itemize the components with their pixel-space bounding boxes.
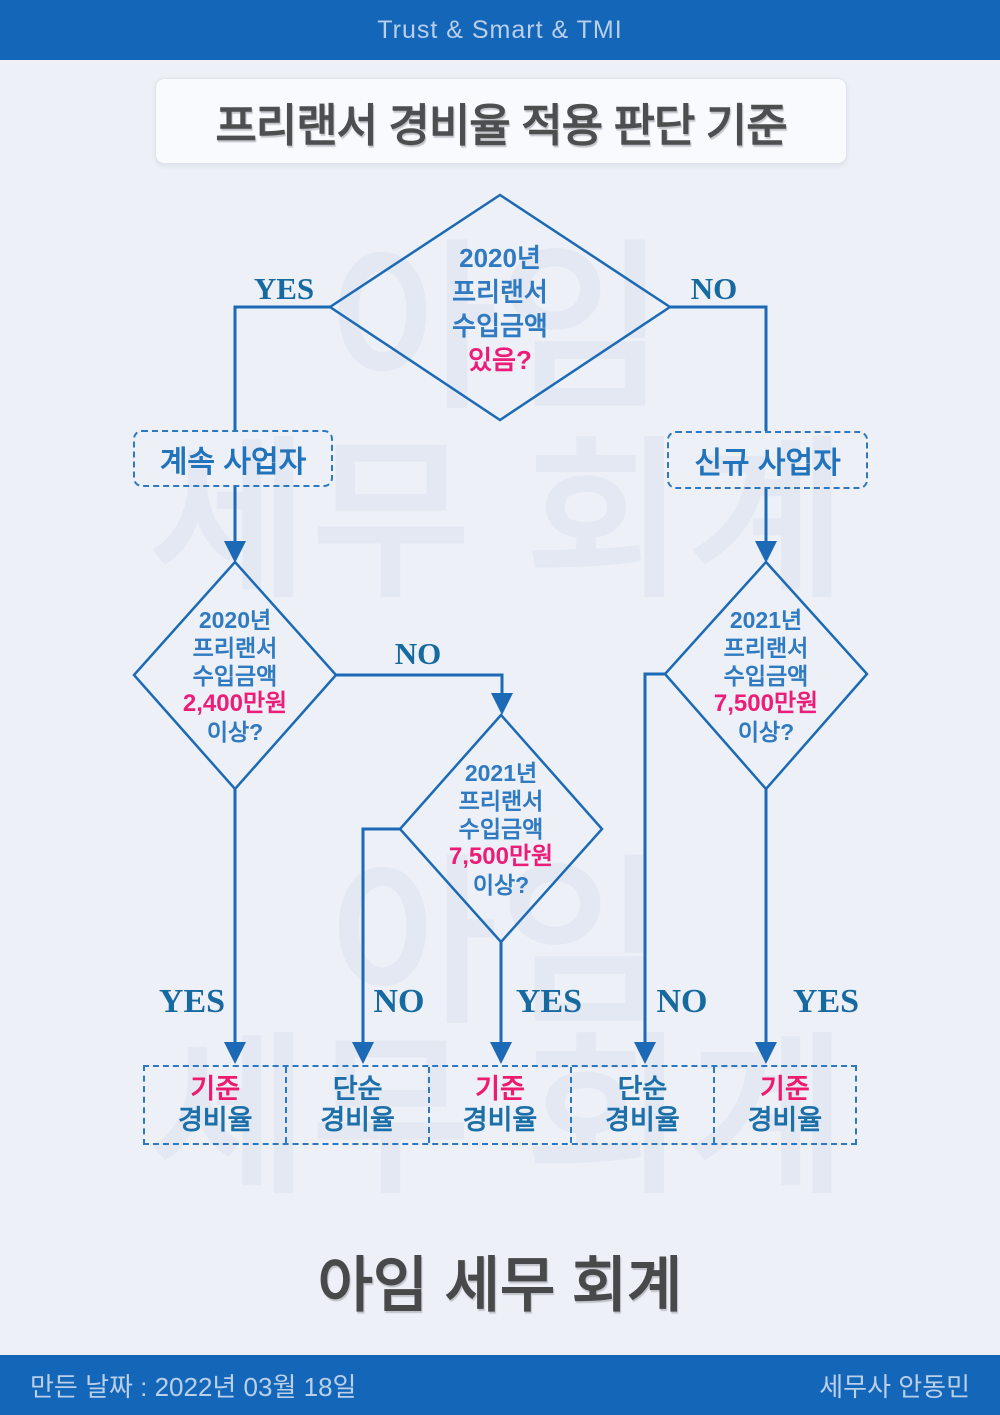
- right-diamond-line: 2021년: [729, 607, 803, 633]
- root-diamond-line: 수입금액: [452, 311, 548, 341]
- result-bottom-label: 경비율: [177, 1105, 253, 1135]
- result-row: 기준 경비율 단순 경비율 기준 경비율 단순 경비율 기준 경비율: [143, 1065, 857, 1145]
- result-box-standard-rate: 기준 경비율: [145, 1067, 285, 1143]
- arrowhead: [755, 541, 777, 563]
- left-diamond-text: 2020년 프리랜서 수입금액 2,400만원 이상?: [115, 606, 355, 746]
- edge-label-no: NO: [373, 983, 425, 1020]
- connector-root-no: [670, 305, 768, 431]
- edge-label-yes: YES: [515, 983, 583, 1020]
- edge-label-no: NO: [394, 636, 442, 671]
- result-bottom-label: 경비율: [605, 1105, 680, 1135]
- author-name: 세무사 안동민: [819, 1371, 970, 1402]
- edge-label-yes: YES: [253, 271, 315, 306]
- mid-diamond-line: 2021년: [464, 760, 538, 786]
- mid-diamond-line: 수입금액: [458, 816, 544, 842]
- new-business-label: 신규 사업자: [694, 447, 841, 480]
- footer-bar: 만든 날짜 : 2022년 03월 18일 세무사 안동민: [0, 1355, 1000, 1415]
- left-diamond-line: 수입금액: [192, 663, 278, 689]
- result-bottom-label: 경비율: [462, 1105, 538, 1135]
- arrowhead: [224, 541, 246, 563]
- connector-root-yes: [233, 305, 330, 430]
- edge-label-yes: YES: [792, 983, 860, 1020]
- mid-diamond-line: 프리랜서: [458, 788, 544, 814]
- result-box-standard-rate: 기준 경비율: [712, 1067, 855, 1143]
- left-diamond-line: 2020년: [198, 607, 272, 633]
- page-title: 프리랜서 경비율 적용 판단 기준: [215, 99, 787, 151]
- watermark-text: 세무 회계: [149, 426, 851, 618]
- left-diamond-line: 프리랜서: [192, 635, 278, 661]
- brand-text: Trust & Smart & TMI: [377, 15, 623, 44]
- right-diamond-question: 이상?: [737, 719, 795, 745]
- left-diamond-amount: 2,400만원: [182, 690, 288, 717]
- creation-date: 만든 날짜 : 2022년 03월 18일: [30, 1371, 357, 1402]
- right-diamond-line: 프리랜서: [723, 635, 809, 661]
- continuing-business-box: 계속 사업자: [133, 430, 333, 487]
- result-top-label: 기준: [759, 1074, 810, 1104]
- root-diamond-line: 프리랜서: [452, 277, 548, 307]
- result-top-label: 기준: [190, 1074, 241, 1104]
- company-name: 아임 세무 회계: [317, 1252, 683, 1319]
- result-bottom-label: 경비율: [747, 1105, 823, 1135]
- edge-label-yes: YES: [158, 983, 226, 1020]
- arrowhead: [755, 1042, 777, 1064]
- connector-right-no: [643, 672, 665, 1043]
- result-top-label: 단순: [332, 1074, 383, 1104]
- connector-mid-no: [361, 827, 400, 1043]
- root-diamond-line: 2020년: [459, 243, 541, 273]
- arrowhead: [490, 1042, 512, 1064]
- arrowhead: [491, 693, 513, 715]
- right-diamond-text: 2021년 프리랜서 수입금액 7,500만원 이상?: [646, 606, 886, 746]
- result-top-label: 단순: [617, 1074, 668, 1104]
- arrowhead: [224, 1042, 246, 1064]
- mid-diamond-amount: 7,500만원: [448, 843, 554, 870]
- result-box-simple-rate: 단순 경비율: [285, 1067, 427, 1143]
- edge-label-no: NO: [656, 983, 708, 1020]
- result-top-label: 기준: [475, 1074, 525, 1104]
- continuing-business-label: 계속 사업자: [159, 445, 307, 479]
- result-box-simple-rate: 단순 경비율: [570, 1067, 712, 1143]
- connector-left-no-to-mid: [336, 673, 504, 694]
- mid-diamond-question: 이상?: [472, 872, 530, 898]
- arrowhead: [634, 1042, 656, 1064]
- edge-label-no: NO: [690, 271, 738, 306]
- title-box: 프리랜서 경비율 적용 판단 기준: [155, 78, 847, 164]
- result-box-standard-rate: 기준 경비율: [427, 1067, 570, 1143]
- top-bar: Trust & Smart & TMI: [0, 0, 1000, 60]
- right-diamond-line: 수입금액: [723, 663, 809, 689]
- root-diamond-outline: [327, 193, 673, 422]
- new-business-box: 신규 사업자: [667, 431, 868, 489]
- right-diamond-amount: 7,500만원: [713, 690, 819, 717]
- watermark-text: 아임: [330, 844, 670, 1045]
- arrowhead: [352, 1042, 374, 1064]
- root-diamond-text: 2020년 프리랜서 수입금액 있음?: [360, 241, 640, 377]
- root-diamond-question: 있음?: [468, 345, 532, 375]
- result-bottom-label: 경비율: [320, 1105, 395, 1135]
- mid-diamond-text: 2021년 프리랜서 수입금액 7,500만원 이상?: [381, 759, 621, 899]
- left-diamond-question: 이상?: [206, 719, 264, 745]
